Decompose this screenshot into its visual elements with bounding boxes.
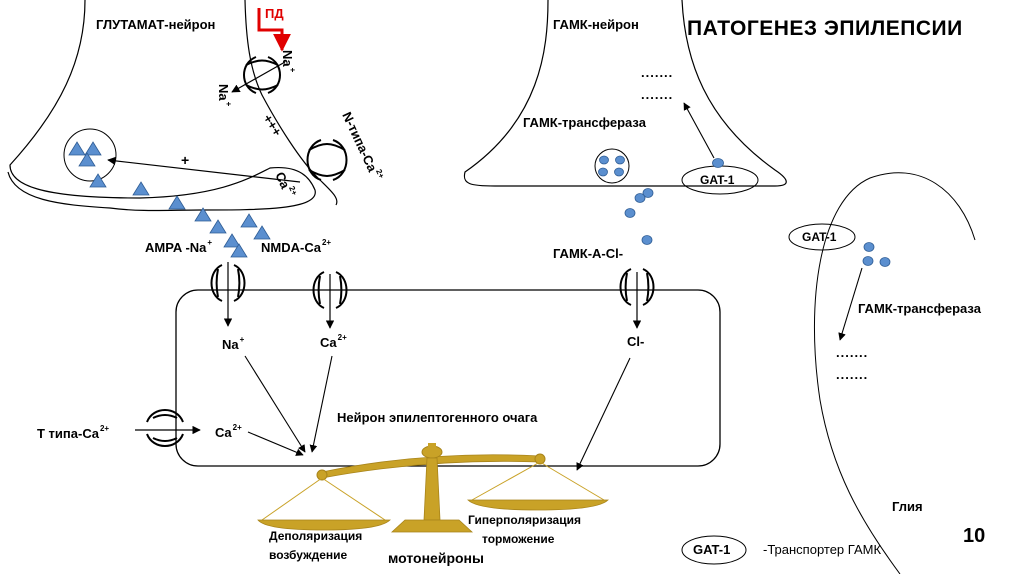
glia-label: Глия (892, 499, 923, 514)
gaba-a-channel-icon (619, 268, 655, 306)
gaba-dots-2: ....... (641, 87, 674, 102)
ampa-label: AMPA -Na+ (145, 238, 213, 255)
na-channel-icon (243, 56, 281, 94)
n-type-ca-channel-icon (306, 139, 348, 181)
glia-outline (813, 172, 976, 574)
glutamate-vesicle (63, 128, 117, 182)
plus-label: + (181, 152, 190, 168)
na-top-label: Na+ (280, 50, 297, 73)
cl-to-scale-arrow (576, 357, 631, 471)
nmda-label: NMDA-Ca2+ (261, 238, 332, 255)
gaba-neuron-label: ГАМК-нейрон (553, 17, 639, 32)
gat1-presynaptic-label: GAT-1 (700, 173, 735, 187)
gaba-molecule-transport (712, 158, 724, 168)
glia-transferase-arrow (838, 267, 863, 341)
gaba-transferase-label: ГАМК-трансфераза (523, 115, 646, 130)
legend-gat1-ellipse (681, 535, 747, 565)
cl-postsynaptic-label: Cl- (627, 334, 645, 349)
action-potential-arrow (257, 8, 291, 52)
gaba-molecules-in-vesicle (598, 155, 625, 177)
glia-transferase-label: ГАМК-трансфераза (858, 301, 981, 316)
gaba-neuron-outline (463, 0, 787, 187)
glia-dots-2: ....... (836, 367, 869, 382)
na-to-scale-arrow (244, 355, 306, 453)
gat1-glia-ellipse (788, 223, 856, 251)
t-ca-to-scale-arrow (247, 431, 304, 456)
na-postsynaptic-label: Na+ (222, 335, 245, 352)
glutamate-molecules (68, 141, 271, 258)
t-type-ca-label: Т типа-Ca2+ (37, 424, 110, 441)
balance-scale-icon (257, 443, 609, 533)
page-number: 10 (963, 525, 986, 547)
nmda-channel-icon (312, 271, 348, 309)
glutamate-axon-outline (244, 0, 338, 206)
ca-to-scale-arrow (309, 355, 333, 453)
excitation-label: возбуждение (269, 548, 348, 562)
gat1-glia-label: GAT-1 (802, 230, 837, 244)
t-type-ca-channel-icon (146, 409, 184, 447)
page-title: ПАТОГЕНЕЗ ЭПИЛЕПСИИ (687, 17, 963, 40)
glutamate-neuron-label: ГЛУТАМАТ-нейрон (96, 17, 216, 32)
na-bottom-label: Na+ (216, 84, 233, 107)
glia-dots-1: ....... (836, 345, 869, 360)
ca-postsynaptic-label: Ca2+ (320, 333, 347, 350)
epileptogenic-neuron-label: Нейрон эпилептогенного очага (337, 410, 538, 425)
motoneurons-label: мотонейроны (388, 550, 484, 566)
hyperpolarization-label: Гиперполяризация (468, 513, 581, 527)
na-channel-arrow (231, 61, 286, 93)
gaba-dots-1: ....... (641, 65, 674, 80)
depolarization-label: Деполяризация (269, 529, 363, 543)
gaba-molecules-glia (862, 242, 891, 267)
gaba-molecules-released (624, 188, 654, 245)
gaba-a-receptor-label: ГАМК-А-Cl- (553, 246, 624, 261)
action-potential-label: ПД (265, 6, 284, 21)
epileptogenic-neuron-outline (175, 289, 721, 467)
ca-to-vesicle-arrow (107, 156, 301, 183)
gat1-to-transferase-arrow (683, 102, 715, 159)
inhibition-label: торможение (482, 532, 555, 546)
ampa-channel-icon (210, 264, 246, 302)
t-ca-label: Ca2+ (215, 423, 242, 440)
legend-gat1-label: GAT-1 (693, 542, 731, 557)
legend-text: -Транспортер ГАМК (763, 542, 882, 557)
gaba-vesicle (594, 148, 630, 184)
glutamate-neuron-outline (7, 0, 316, 212)
